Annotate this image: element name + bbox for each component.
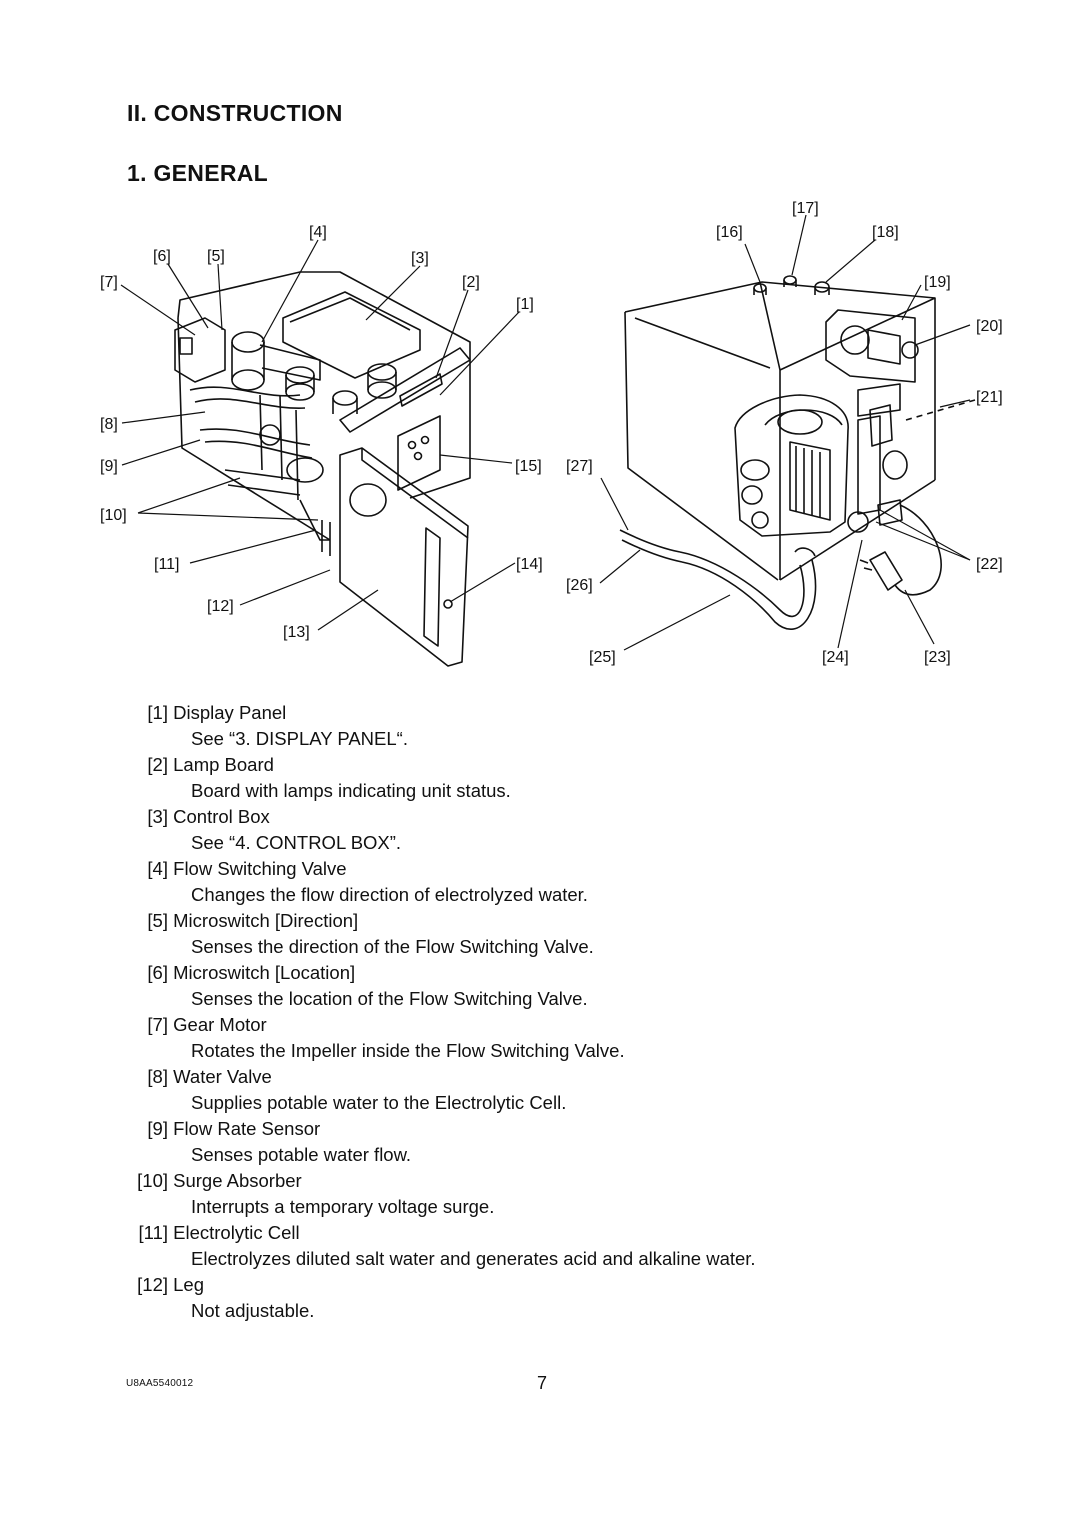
item-number: [10]: [137, 1170, 168, 1191]
list-item: [7] Gear Motor Rotates the Impeller insi…: [126, 1012, 1026, 1064]
item-description: Board with lamps indicating unit status.: [191, 780, 511, 801]
callout-14: [14]: [516, 556, 543, 573]
callout-15: [15]: [515, 458, 542, 475]
item-name: Water Valve: [173, 1066, 272, 1087]
callout-18: [18]: [872, 224, 899, 241]
list-item: [6] Microswitch [Location] Senses the lo…: [126, 960, 1026, 1012]
item-name: Lamp Board: [173, 754, 274, 775]
callout-21: [21]: [976, 389, 1003, 406]
item-name: Gear Motor: [173, 1014, 267, 1035]
callout-5: [5]: [207, 248, 225, 265]
callout-26: [26]: [566, 577, 593, 594]
item-name: Microswitch [Direction]: [173, 910, 359, 931]
page-number: 7: [537, 1373, 548, 1393]
callout-3: [3]: [411, 250, 429, 267]
callout-6: [6]: [153, 248, 171, 265]
callout-24: [24]: [822, 649, 849, 666]
item-number: [8]: [147, 1066, 168, 1087]
list-item: [4] Flow Switching Valve Changes the flo…: [126, 856, 1026, 908]
item-number: [12]: [137, 1274, 168, 1295]
item-number: [9]: [147, 1118, 168, 1139]
item-description: Not adjustable.: [191, 1300, 315, 1321]
document-code: U8AA5540012: [126, 1378, 194, 1389]
callout-1: [1]: [516, 296, 534, 313]
callout-27: [27]: [566, 458, 593, 475]
item-number: [11]: [138, 1222, 168, 1243]
item-description: See “4. CONTROL BOX”.: [191, 832, 402, 853]
item-number: [3]: [147, 806, 168, 827]
callout-4: [4]: [309, 224, 327, 241]
callout-2: [2]: [462, 274, 480, 291]
item-number: [1]: [147, 702, 168, 723]
item-name: Electrolytic Cell: [173, 1222, 300, 1243]
callout-11: [11]: [154, 556, 180, 573]
item-number: [7]: [147, 1014, 168, 1035]
section-heading: II. CONSTRUCTION: [127, 100, 343, 126]
item-description: Rotates the Impeller inside the Flow Swi…: [191, 1040, 625, 1061]
item-description: See “3. DISPLAY PANEL“.: [191, 728, 408, 749]
list-item: [12] Leg Not adjustable.: [126, 1272, 1026, 1324]
item-name: Control Box: [173, 806, 270, 827]
item-number: [4]: [147, 858, 168, 879]
list-item: [9] Flow Rate Sensor Senses potable wate…: [126, 1116, 1026, 1168]
item-name: Surge Absorber: [173, 1170, 302, 1191]
item-name: Flow Rate Sensor: [173, 1118, 321, 1139]
callout-10: [10]: [100, 507, 127, 524]
subsection-heading: 1. GENERAL: [127, 160, 269, 186]
callout-13: [13]: [283, 624, 310, 641]
callout-16: [16]: [716, 224, 743, 241]
item-description: Supplies potable water to the Electrolyt…: [191, 1092, 567, 1113]
callout-23: [23]: [924, 649, 951, 666]
item-description: Changes the flow direction of electrolyz…: [191, 884, 588, 905]
list-item: [2] Lamp Board Board with lamps indicati…: [126, 752, 1026, 804]
callout-17: [17]: [792, 200, 819, 217]
item-description: Senses potable water flow.: [191, 1144, 412, 1165]
callout-12: [12]: [207, 598, 234, 615]
callout-20: [20]: [976, 318, 1003, 335]
item-description: Senses the direction of the Flow Switchi…: [191, 936, 594, 957]
list-item: [3] Control Box See “4. CONTROL BOX”.: [126, 804, 1026, 856]
item-description: Interrupts a temporary voltage surge.: [191, 1196, 495, 1217]
item-name: Microswitch [Location]: [173, 962, 356, 983]
item-name: Leg: [173, 1274, 205, 1295]
parts-list: [1] Display Panel See “3. DISPLAY PANEL“…: [126, 700, 1026, 1324]
item-description: Electrolyzes diluted salt water and gene…: [191, 1248, 756, 1269]
construction-diagram: [1] [2] [3] [4] [5] [6] [7] [8] [9] [10]…: [0, 190, 1080, 680]
item-name: Flow Switching Valve: [173, 858, 347, 879]
item-name: Display Panel: [173, 702, 287, 723]
item-number: [6]: [147, 962, 168, 983]
callout-7: [7]: [100, 274, 118, 291]
callout-19: [19]: [924, 274, 951, 291]
item-number: [2]: [147, 754, 168, 775]
list-item: [5] Microswitch [Direction] Senses the d…: [126, 908, 1026, 960]
item-description: Senses the location of the Flow Switchin…: [191, 988, 588, 1009]
list-item: [11] Electrolytic Cell Electrolyzes dilu…: [126, 1220, 1026, 1272]
list-item: [10] Surge Absorber Interrupts a tempora…: [126, 1168, 1026, 1220]
callout-22: [22]: [976, 556, 1003, 573]
item-number: [5]: [147, 910, 168, 931]
callout-25: [25]: [589, 649, 616, 666]
list-item: [8] Water Valve Supplies potable water t…: [126, 1064, 1026, 1116]
list-item: [1] Display Panel See “3. DISPLAY PANEL“…: [126, 700, 1026, 752]
callout-8: [8]: [100, 416, 118, 433]
callout-9: [9]: [100, 458, 118, 475]
